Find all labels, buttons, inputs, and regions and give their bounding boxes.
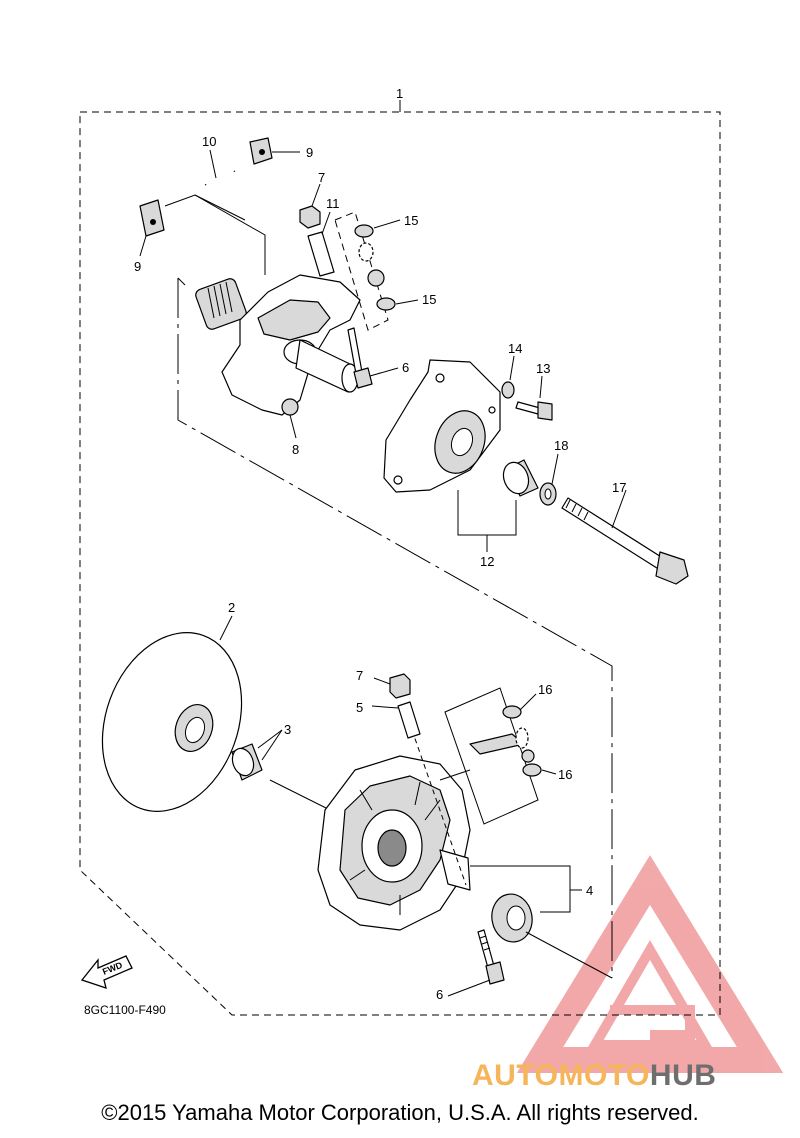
callout-18: 18: [554, 438, 568, 453]
callout-15-upper: 15: [404, 213, 418, 228]
roller-bracket-16: [439, 687, 557, 825]
assembly-boundary: [79, 100, 721, 1016]
callouts: 1 10 9 7 11 15 9 15 14 13 6 8 18 17 12 2…: [84, 86, 626, 1017]
copyright-text: ©2015 Yamaha Motor Corporation, U.S.A. A…: [101, 1100, 699, 1125]
nut-part-7-upper: [299, 183, 321, 229]
bolt-part-17: [561, 489, 689, 585]
callout-15-lower: 15: [422, 292, 436, 307]
brand-part-1: AUTOMOTO: [472, 1059, 650, 1092]
callout-16-lower: 16: [558, 767, 572, 782]
collar-part-3: [231, 729, 283, 781]
bushing-part-12: [457, 459, 539, 552]
bearing-part-4: [470, 865, 613, 979]
callout-11: 11: [326, 196, 340, 211]
nut-part-7-lower: [373, 673, 411, 699]
brand-part-2: HUB: [650, 1059, 717, 1092]
callout-6-lower: 6: [436, 987, 443, 1002]
bolt-part-6-upper: [347, 327, 399, 389]
callout-9-upper: 9: [306, 145, 313, 160]
bolt-part-13: [515, 375, 553, 421]
svg-text:AUTOMOTOHUB: AUTOMOTOHUB: [472, 1059, 716, 1092]
spider-group-outline: [177, 277, 613, 978]
weight-part-9-upper: [249, 137, 300, 165]
watermark-brand: AUTOMOTOHUB: [472, 1059, 716, 1092]
watermark-logo: [516, 855, 784, 1073]
sleeve-part-11: [307, 211, 335, 277]
callout-4: 4: [586, 883, 593, 898]
bolt-part-6-lower: [447, 929, 505, 997]
washer-part-18: [539, 453, 559, 506]
weight-part-9-lower: [139, 199, 165, 257]
washer-part-14: [501, 355, 515, 399]
sheave-part-2: [101, 615, 243, 812]
cover-plate: [383, 359, 501, 493]
fwd-arrow-icon: FWD: [80, 955, 133, 989]
figure-code: 8GC1100-F490: [84, 1003, 166, 1017]
callout-6-upper: 6: [402, 360, 409, 375]
callout-1: 1: [396, 86, 403, 101]
callout-7-upper: 7: [318, 170, 325, 185]
sleeve-part-5: [371, 701, 421, 739]
movable-sheave: [269, 755, 471, 931]
callout-8: 8: [292, 442, 299, 457]
roller-bracket-15: [334, 211, 419, 331]
callout-14: 14: [508, 341, 522, 356]
callout-13: 13: [536, 361, 550, 376]
callout-17: 17: [612, 480, 626, 495]
callout-12: 12: [480, 554, 494, 569]
spider-hub: [195, 274, 361, 439]
pin-part-10: [204, 149, 236, 186]
callout-7-lower: 7: [356, 668, 363, 683]
callout-10: 10: [202, 134, 216, 149]
callout-9-lower: 9: [134, 259, 141, 274]
callout-16-upper: 16: [538, 682, 552, 697]
callout-3: 3: [284, 722, 291, 737]
callout-2: 2: [228, 600, 235, 615]
callout-5: 5: [356, 700, 363, 715]
